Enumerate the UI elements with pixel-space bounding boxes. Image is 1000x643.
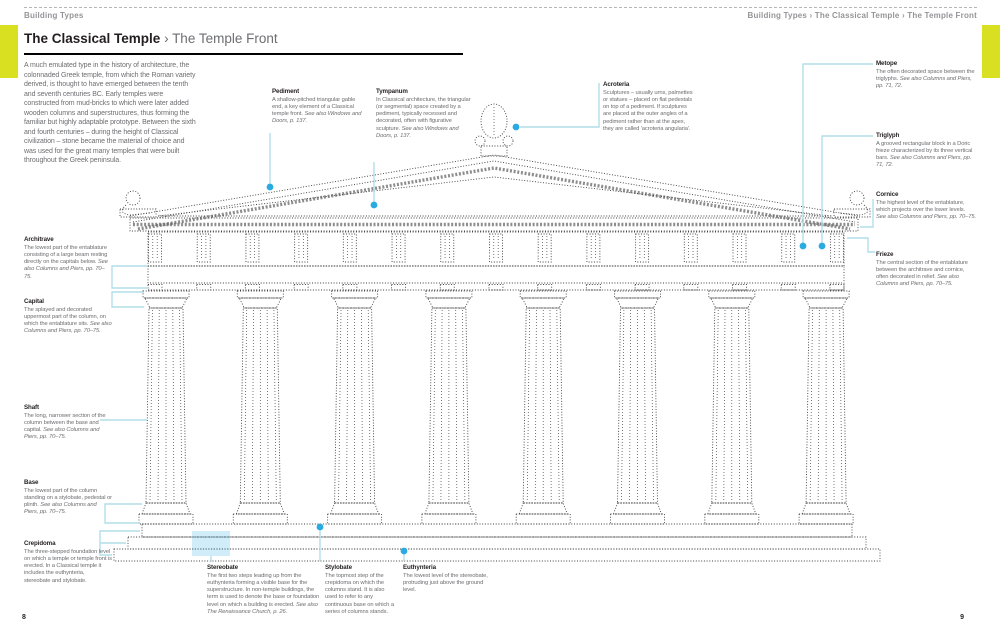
def-metope: The often decorated space between the tr…	[876, 68, 975, 90]
annotation-tympanum: Tympanum In Classical architecture, the …	[376, 88, 476, 140]
term-triglyph: Triglyph	[876, 132, 900, 139]
def-acroteria: Sculptures – usually urns, palmettes or …	[603, 89, 693, 132]
term-base: Base	[24, 479, 39, 486]
term-capital: Capital	[24, 298, 44, 305]
annotation-dot-euthynteria	[400, 547, 408, 555]
annotation-triglyph: Triglyph A grooved rectangular block in …	[876, 132, 976, 170]
annotation-shaft: Shaft The long, narrower section of the …	[24, 404, 112, 442]
annotation-dot-metope	[799, 242, 807, 250]
term-pediment: Pediment	[272, 88, 300, 95]
term-metope: Metope	[876, 60, 898, 67]
term-acroteria: Acroteria	[603, 81, 630, 88]
def-triglyph: A grooved rectangular block in a Doric f…	[876, 140, 973, 169]
term-architrave: Architrave	[24, 236, 54, 243]
page-number-right: 9	[960, 614, 964, 621]
annotation-dot-tympanum	[370, 201, 378, 209]
edge-tab-left	[0, 25, 18, 78]
def-stylobate: The topmost step of the crepidoma on whi…	[325, 572, 394, 615]
term-euthynteria: Euthynteria	[403, 564, 436, 571]
def-cornice: The highest level of the entablature, wh…	[876, 199, 976, 221]
term-stereobate: Stereobate	[207, 564, 238, 571]
def-tympanum: In Classical architecture, the triangula…	[376, 96, 471, 139]
def-frieze: The central section of the entablature b…	[876, 259, 968, 288]
page-title-main: The Classical Temple	[24, 31, 161, 46]
annotation-dot-triglyph	[818, 242, 826, 250]
running-head-right: Building Types › The Classical Temple › …	[747, 11, 977, 20]
def-stereobate: The first two steps leading up from the …	[207, 572, 320, 615]
annotation-cornice: Cornice The highest level of the entabla…	[876, 191, 976, 221]
term-stylobate: Stylobate	[325, 564, 352, 571]
term-frieze: Frieze	[876, 251, 894, 258]
annotation-stylobate: Stylobate The topmost step of the crepid…	[325, 564, 397, 616]
edge-tab-right	[982, 25, 1000, 78]
def-base: The lowest part of the column standing o…	[24, 487, 112, 516]
def-capital: The splayed and decorated uppermost part…	[24, 306, 112, 335]
annotation-base: Base The lowest part of the column stand…	[24, 479, 112, 517]
def-architrave: The lowest part of the entablature consi…	[24, 244, 108, 280]
title-rule	[24, 53, 463, 55]
temple-structure	[113, 103, 881, 562]
def-shaft: The long, narrower section of the column…	[24, 412, 106, 441]
term-tympanum: Tympanum	[376, 88, 408, 95]
stereobate-highlight	[192, 531, 230, 556]
annotation-dot-pediment	[266, 183, 274, 191]
annotation-crepidoma: Crepidoma The three-stepped foundation l…	[24, 540, 112, 585]
header-rule	[24, 7, 977, 8]
annotation-acroteria: Acroteria Sculptures – usually urns, pal…	[603, 81, 695, 133]
annotation-stereobate: Stereobate The first two steps leading u…	[207, 564, 325, 616]
running-head-left: Building Types	[24, 11, 84, 20]
page-title-sub: › The Temple Front	[160, 31, 278, 46]
def-pediment: A shallow-pitched triangular gable end, …	[272, 96, 362, 125]
annotation-frieze: Frieze The central section of the entabl…	[876, 251, 976, 289]
def-crepidoma: The three-stepped foundation level on wh…	[24, 548, 112, 584]
def-euthynteria: The lowest level of the stereobate, prot…	[403, 572, 488, 594]
annotation-euthynteria: Euthynteria The lowest level of the ster…	[403, 564, 493, 594]
annotation-pediment: Pediment A shallow-pitched triangular ga…	[272, 88, 364, 126]
term-shaft: Shaft	[24, 404, 39, 411]
annotation-dot-stylobate	[316, 523, 324, 531]
leader-lines	[99, 63, 875, 562]
term-crepidoma: Crepidoma	[24, 540, 56, 547]
page-number-left: 8	[22, 614, 26, 621]
annotation-dot-acroteria	[512, 123, 520, 131]
annotation-capital: Capital The splayed and decorated upperm…	[24, 298, 112, 336]
annotation-metope: Metope The often decorated space between…	[876, 60, 976, 90]
page-title: The Classical Temple › The Temple Front	[24, 31, 278, 46]
intro-paragraph: A much emulated type in the history of a…	[24, 62, 196, 164]
term-cornice: Cornice	[876, 191, 899, 198]
annotation-architrave: Architrave The lowest part of the entabl…	[24, 236, 112, 281]
